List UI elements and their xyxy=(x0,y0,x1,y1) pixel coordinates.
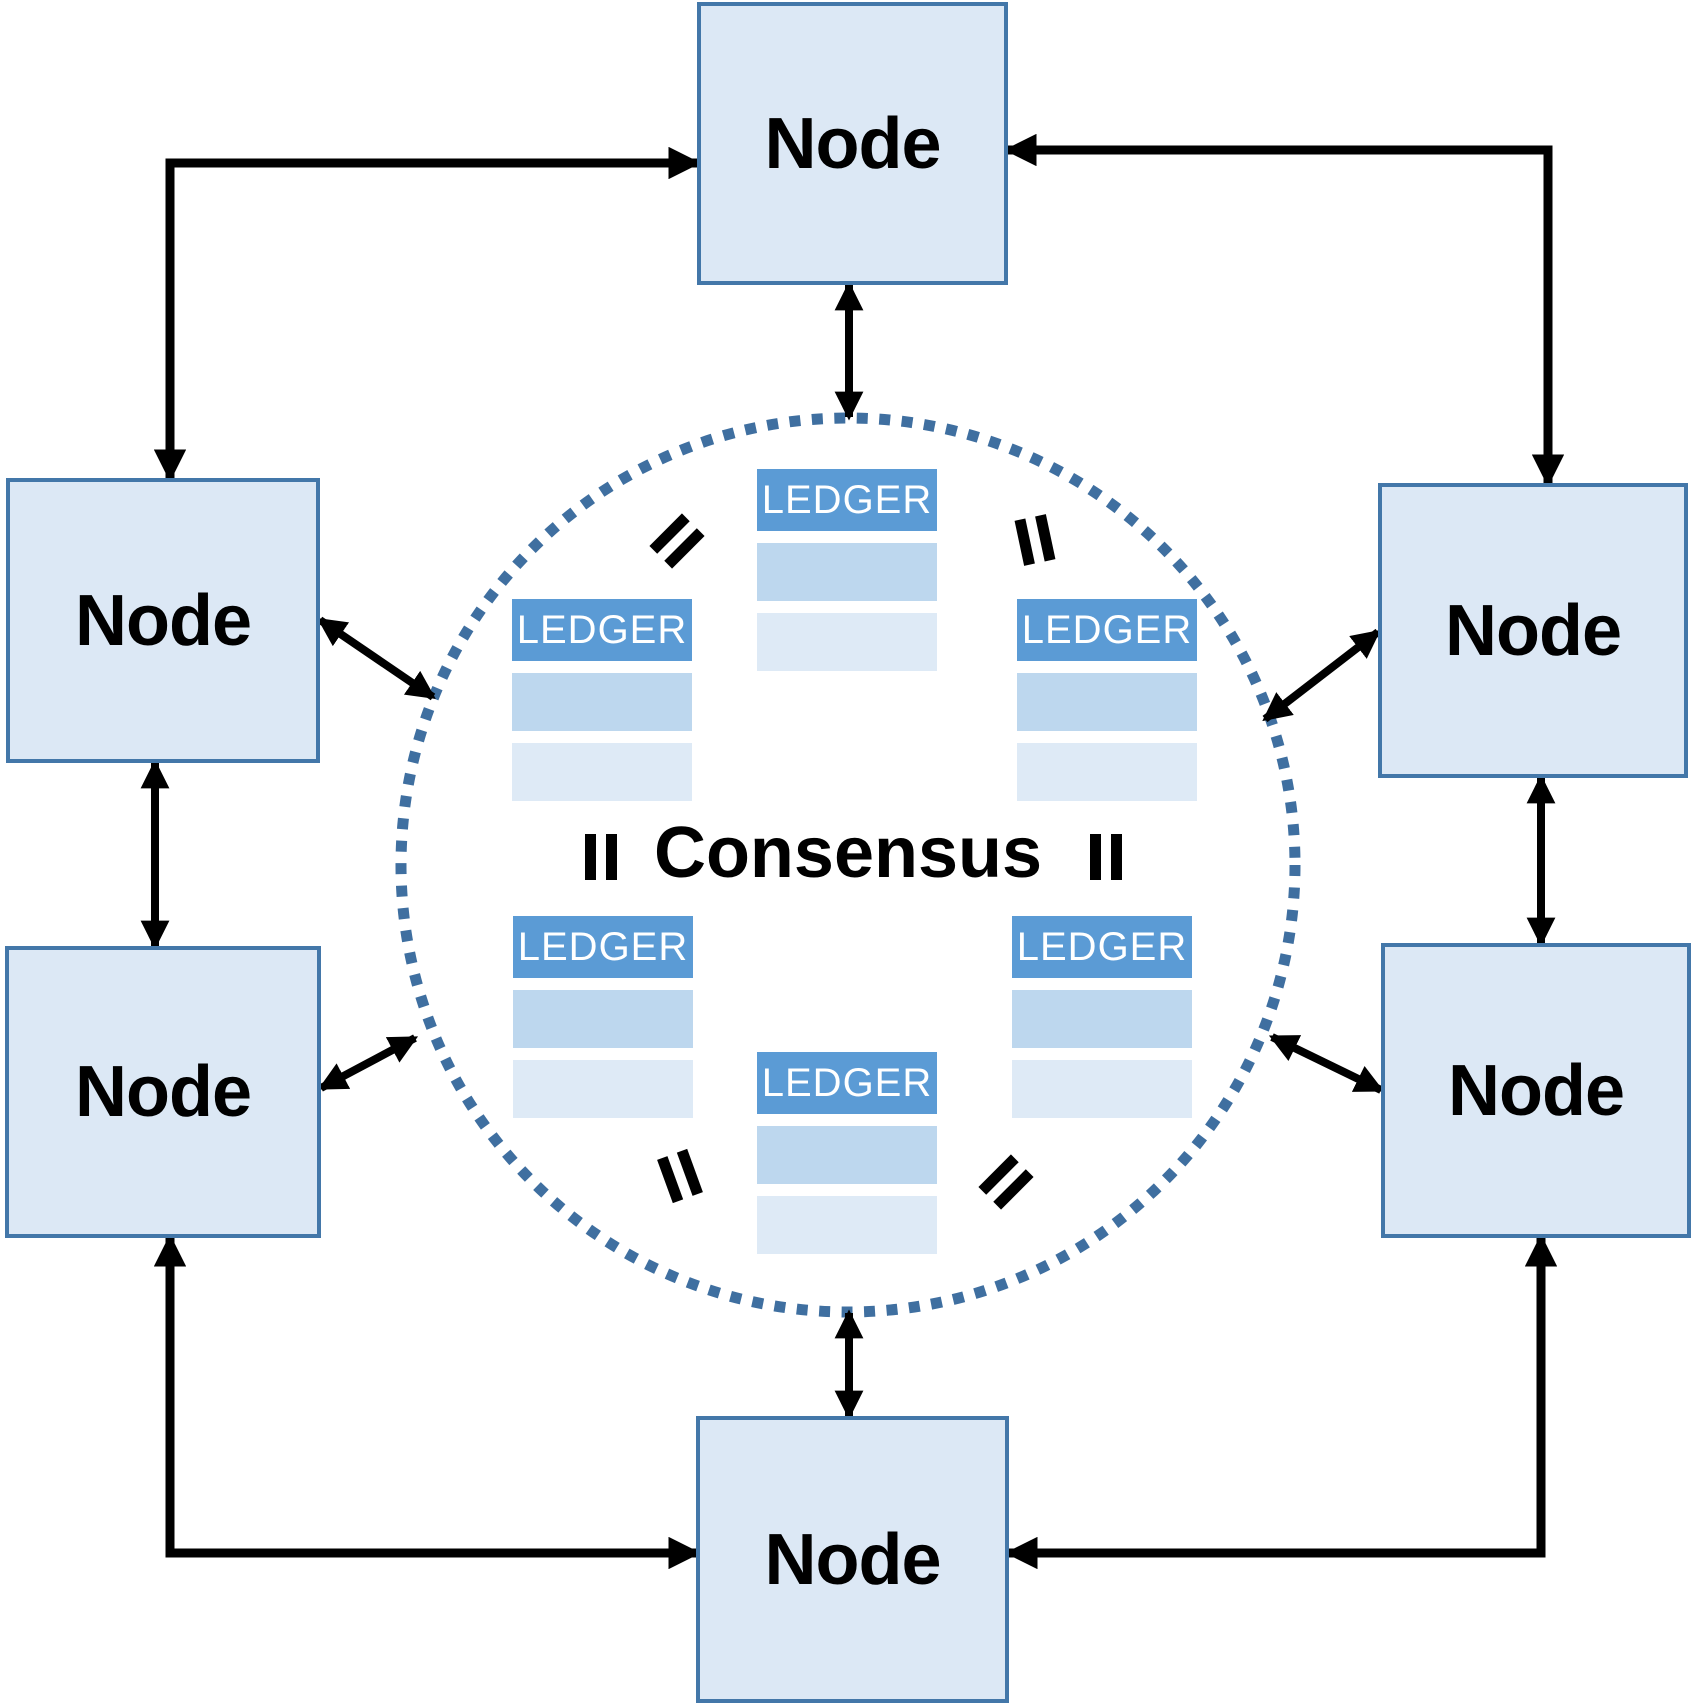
node-box-lower-left: Node xyxy=(5,946,321,1238)
ledger-lower-right: LEDGER xyxy=(1012,916,1192,1118)
ledger-row xyxy=(513,1060,693,1118)
node-box-upper-left: Node xyxy=(6,478,320,763)
equals-icon-middle-right xyxy=(1090,834,1122,880)
node-box-lower-right: Node xyxy=(1381,943,1691,1238)
ledger-row xyxy=(1017,673,1197,731)
arrow-upperleft-node-to-circle xyxy=(317,616,436,701)
node-label: Node xyxy=(764,103,942,184)
node-box-top: Node xyxy=(697,2,1008,285)
equals-icon-middle-left xyxy=(585,834,617,880)
arrow-top-to-upperright xyxy=(1004,133,1565,487)
ledger-row xyxy=(512,673,692,731)
ledger-header: LEDGER xyxy=(1017,599,1197,661)
ledger-top: LEDGER xyxy=(757,469,937,671)
ledger-middle-right: LEDGER xyxy=(1017,599,1197,801)
ledger-header: LEDGER xyxy=(757,469,937,531)
ledger-header: LEDGER xyxy=(513,916,693,978)
node-box-bottom: Node xyxy=(696,1416,1009,1703)
arrow-lowerleft-to-bottom xyxy=(153,1234,701,1570)
ledger-lower-left: LEDGER xyxy=(513,916,693,1118)
node-label: Node xyxy=(1445,590,1622,671)
node-label: Node xyxy=(75,1052,252,1132)
ledger-row xyxy=(757,1126,937,1184)
ledger-header: LEDGER xyxy=(512,599,692,661)
ledger-header: LEDGER xyxy=(1012,916,1192,978)
ledger-bottom: LEDGER xyxy=(757,1052,937,1254)
ledger-middle-left: LEDGER xyxy=(512,599,692,801)
arrow-upperleft-to-top xyxy=(153,146,701,482)
node-label: Node xyxy=(1448,1050,1625,1131)
node-label: Node xyxy=(764,1519,942,1600)
arrow-upperright-node-to-circle xyxy=(1262,628,1381,723)
ledger-row xyxy=(1017,743,1197,801)
ledger-row xyxy=(757,543,937,601)
node-label: Node xyxy=(75,580,252,661)
node-box-upper-right: Node xyxy=(1378,483,1688,778)
arrow-lowerright-node-to-circle xyxy=(1268,1033,1385,1094)
ledger-row xyxy=(512,743,692,801)
arrow-lowerleft-node-to-circle xyxy=(317,1034,419,1092)
ledger-row xyxy=(513,990,693,1048)
ledger-row xyxy=(757,1196,937,1254)
ledger-row xyxy=(757,613,937,671)
ledger-row xyxy=(1012,1060,1192,1118)
ledger-row xyxy=(1012,990,1192,1048)
consensus-label: Consensus xyxy=(653,813,1043,893)
arrow-bottom-to-lowerright xyxy=(1005,1234,1558,1570)
ledger-header: LEDGER xyxy=(757,1052,937,1114)
